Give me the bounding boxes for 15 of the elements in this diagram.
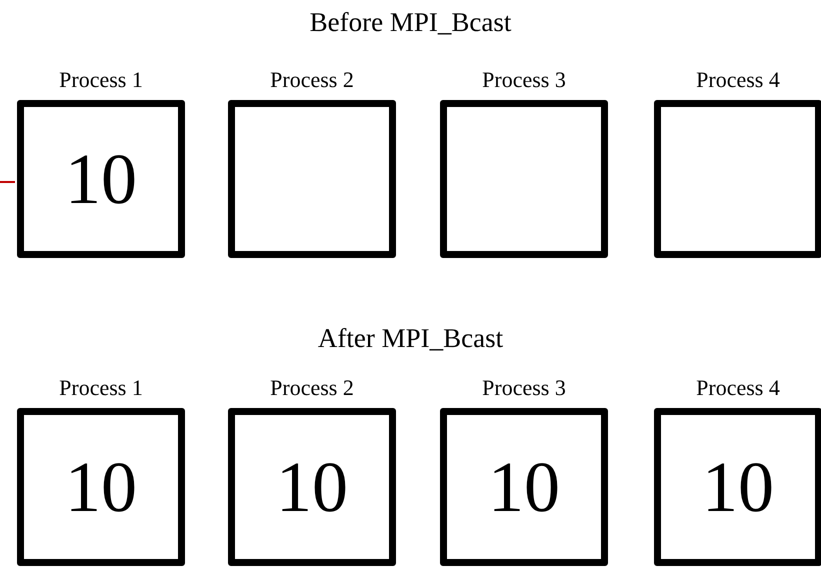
process-label: Process 4	[696, 374, 780, 402]
process-label: Process 2	[270, 66, 354, 94]
value-text: 10	[488, 447, 560, 527]
value-text: 10	[65, 447, 137, 527]
value-text: 10	[702, 447, 774, 527]
section-heading: Before MPI_Bcast	[310, 6, 512, 39]
process-label: Process 1	[59, 374, 143, 402]
process-label: Process 4	[696, 66, 780, 94]
value-text: 10	[276, 447, 348, 527]
process-label: Process 1	[59, 66, 143, 94]
value-text: 10	[65, 139, 137, 219]
process-label: Process 3	[482, 374, 566, 402]
process-label: Process 3	[482, 66, 566, 94]
process-label: Process 2	[270, 374, 354, 402]
section-heading: After MPI_Bcast	[318, 322, 504, 355]
